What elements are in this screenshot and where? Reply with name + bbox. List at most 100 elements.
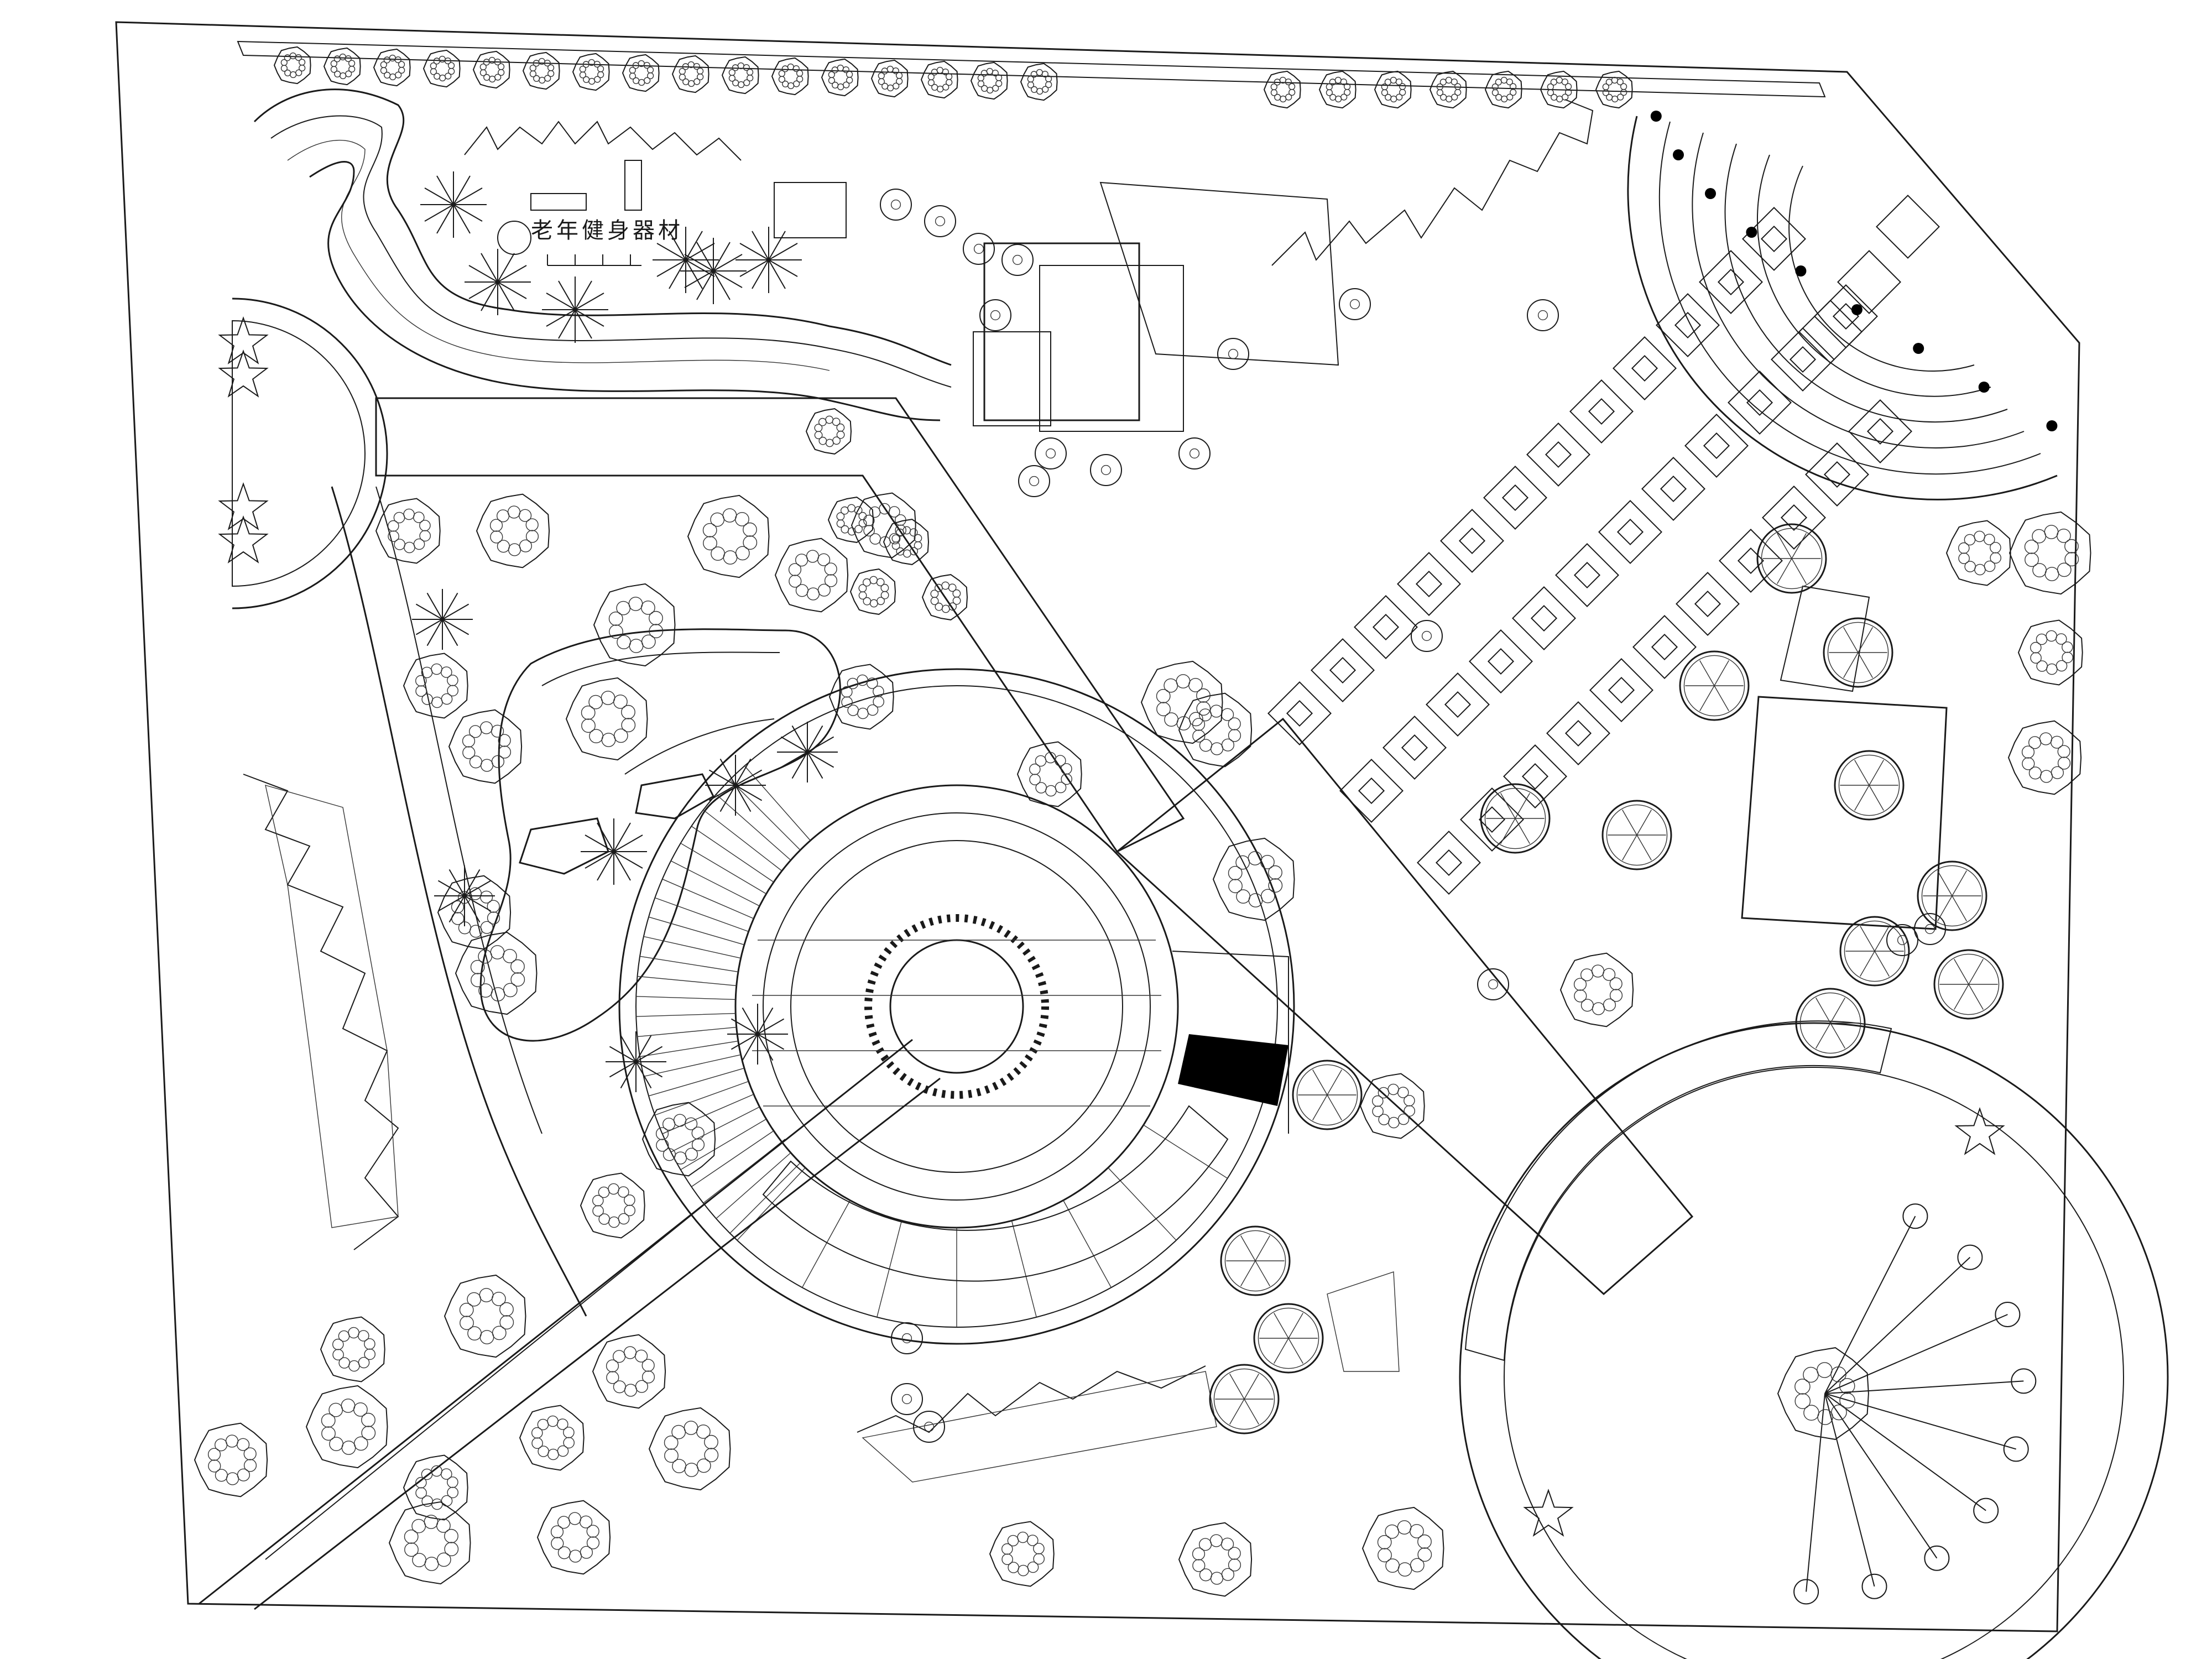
tree-canopy-icon: [1559, 952, 1634, 1027]
tree-canopy-icon: [375, 498, 441, 564]
tree-canopy-icon: [1777, 1347, 1869, 1440]
palm-icon: [680, 238, 747, 304]
shrub-cluster-icon: [891, 1322, 923, 1354]
tree-canopy-icon: [448, 709, 523, 784]
tree-canopy-icon: [592, 1334, 666, 1409]
tree-canopy-icon: [1374, 70, 1412, 109]
stream: [253, 88, 952, 421]
central-circular-plaza: [618, 668, 1295, 1345]
palm-icon: [542, 276, 608, 343]
shrub-cluster-icon: [1527, 299, 1559, 331]
tree-canopy-icon: [1595, 70, 1633, 109]
tree-canopy-icon: [687, 494, 770, 578]
palm-icon: [606, 1031, 666, 1092]
tree-canopy-icon: [194, 1422, 268, 1498]
tree-canopy-icon: [1020, 62, 1058, 101]
star-shrub-icon: [218, 349, 269, 398]
tree-canopy-icon: [1318, 70, 1357, 109]
tree-canopy-icon: [1756, 523, 1827, 594]
shrub-cluster-icon: [1886, 924, 1918, 956]
tree-canopy-icon: [671, 55, 709, 93]
fitness-equipment-area: 老年健身器材: [497, 160, 847, 266]
planting: [194, 171, 2091, 1597]
tree-canopy-icon: [1361, 1506, 1444, 1590]
shrub-cluster-icon: [1035, 437, 1067, 469]
tree-canopy-icon: [821, 58, 859, 97]
fitness-equipment-label: 老年健身器材: [531, 218, 684, 243]
tree-canopy-icon: [593, 583, 676, 667]
palm-icon: [727, 1004, 788, 1065]
shrub-cluster-icon: [891, 1383, 923, 1415]
tree-canopy-icon: [1834, 750, 1905, 821]
tree-canopy-icon: [1220, 1225, 1291, 1296]
tree-canopy-icon: [455, 931, 538, 1015]
tree-canopy-icon: [641, 1102, 716, 1177]
tree-canopy-icon: [2017, 619, 2083, 686]
tree-canopy-icon: [1823, 617, 1893, 688]
tree-canopy-icon: [403, 1454, 468, 1521]
shrub-cluster-icon: [979, 299, 1011, 331]
stepped-terraces: [1267, 207, 1912, 895]
tree-canopy-icon: [1484, 70, 1522, 109]
tree-canopy-icon: [1016, 741, 1082, 807]
shrub-cluster-icon: [963, 233, 995, 265]
tree-canopy-icon: [323, 47, 361, 86]
shrub-cluster-icon: [1477, 968, 1509, 1000]
boundary-tree-row: [273, 46, 1633, 109]
tree-canopy-icon: [921, 574, 968, 620]
tree-canopy-icon: [320, 1316, 385, 1383]
palm-icon: [412, 589, 473, 650]
tree-canopy-icon: [851, 492, 916, 559]
tree-canopy-icon: [2008, 511, 2091, 595]
tree-canopy-icon: [565, 677, 648, 761]
tree-canopy-icon: [970, 61, 1008, 100]
tree-canopy-icon: [1292, 1060, 1363, 1130]
tree-canopy-icon: [1209, 1364, 1280, 1434]
tree-canopy-icon: [883, 519, 930, 565]
tree-canopy-icon: [1917, 860, 1987, 931]
shrub-cluster-icon: [1001, 244, 1034, 276]
star-shrub-icon: [1954, 1107, 2005, 1155]
palm-icon: [434, 865, 495, 926]
zigzag-groundcover: [265, 785, 1400, 1483]
tree-canopy-icon: [1212, 837, 1295, 921]
tree-canopy-icon: [580, 1172, 645, 1239]
rock-icon: [519, 817, 609, 875]
tree-canopy-icon: [721, 56, 759, 95]
shrub-cluster-icon: [880, 189, 912, 221]
tree-canopy-icon: [305, 1385, 388, 1469]
palm-icon: [420, 171, 487, 238]
tree-canopy-icon: [403, 653, 468, 719]
west-curved-walk: [331, 486, 587, 1317]
tree-canopy-icon: [1359, 1073, 1425, 1139]
tree-canopy-icon: [805, 408, 852, 455]
tree-canopy-icon: [1601, 800, 1672, 870]
tree-canopy-icon: [472, 50, 510, 89]
tree-canopy-icon: [1480, 783, 1551, 854]
tree-canopy-icon: [536, 1500, 611, 1575]
rock-icon: [635, 773, 714, 820]
shrub-cluster-icon: [1018, 465, 1050, 497]
star-shrub-icon: [218, 515, 269, 564]
brick-promenade: [1115, 717, 1694, 1296]
shrub-cluster-icon: [924, 205, 956, 237]
site-boundary: [115, 21, 2080, 1632]
shrub-cluster-icon: [1178, 437, 1211, 469]
shrub-cluster-icon: [1217, 338, 1249, 370]
tree-canopy-icon: [1795, 988, 1866, 1058]
tree-canopy-icon: [828, 664, 894, 730]
tree-canopy-icon: [1945, 520, 2011, 586]
tree-canopy-icon: [522, 51, 560, 90]
west-semicircle-plaza: [232, 298, 388, 609]
palm-icon: [465, 249, 531, 315]
north-paved-plaza: [973, 181, 1339, 432]
tree-canopy-icon: [388, 1501, 471, 1585]
tree-canopy-icon: [1140, 660, 1223, 744]
shrub-cluster-icon: [1339, 288, 1371, 320]
shrub-cluster-icon: [1411, 620, 1443, 652]
pond: [479, 628, 841, 1042]
tree-canopy-icon: [849, 568, 896, 615]
northeast-amphitheater: [1627, 111, 2058, 500]
east-grid-plaza: [1741, 585, 1948, 930]
